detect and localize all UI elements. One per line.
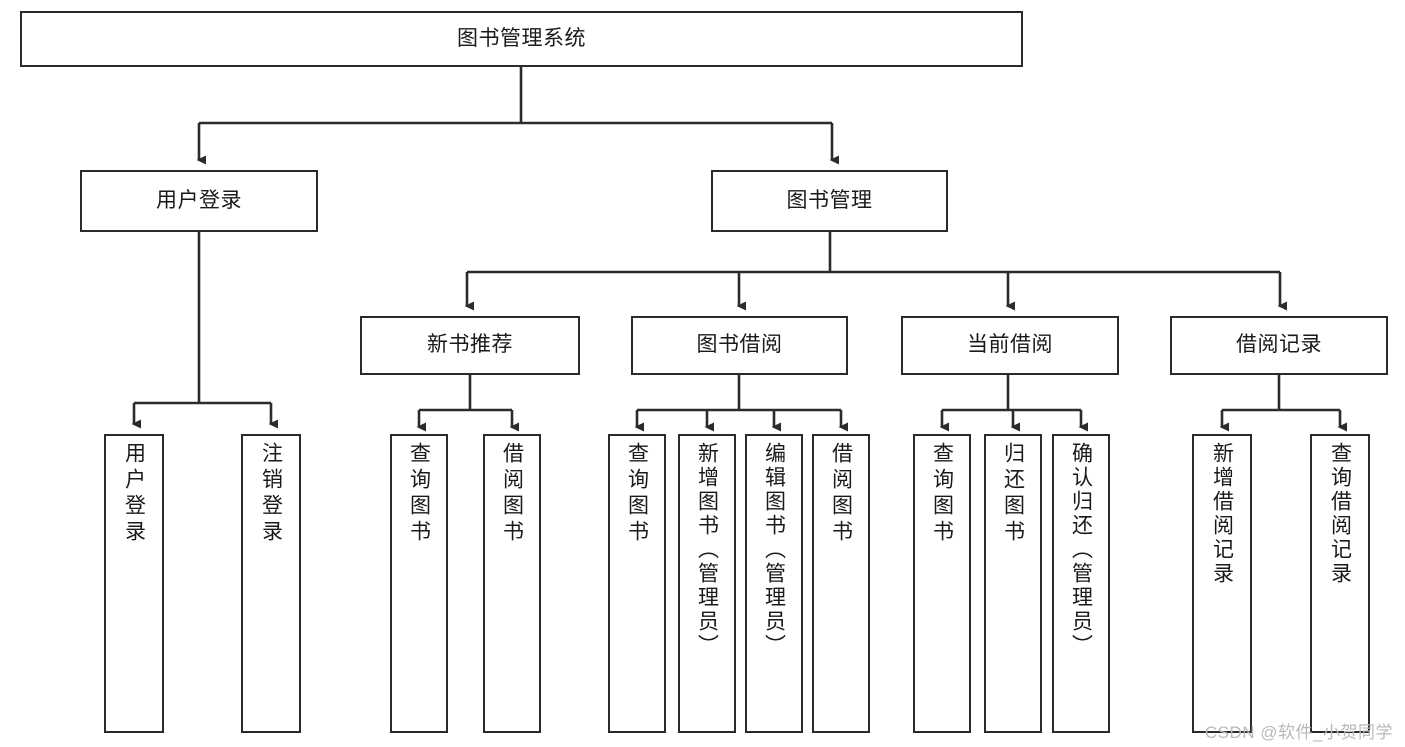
node-book-manage-label: 图书管理	[786, 188, 873, 212]
watermark: CSDN @软件_小贺同学	[1204, 723, 1393, 742]
leaf-add-book[interactable]: 新增图书（管理员）	[678, 434, 736, 733]
node-borrow-record-label: 借阅记录	[1236, 333, 1322, 357]
node-new-book-recommend-label: 新书推荐	[427, 333, 513, 357]
leaf-logout-label: 注销登录	[259, 442, 283, 546]
leaf-query-borrow-record-label: 查询借阅记录	[1328, 442, 1352, 586]
node-book-borrow[interactable]: 图书借阅	[631, 316, 848, 375]
leaf-confirm-return[interactable]: 确认归还（管理员）	[1052, 434, 1110, 733]
node-book-borrow-label: 图书借阅	[696, 333, 783, 357]
node-current-borrow[interactable]: 当前借阅	[901, 316, 1119, 375]
leaf-borrow-book-recommend[interactable]: 借阅图书	[483, 434, 541, 733]
leaf-query-book-borrow-label: 查询图书	[625, 442, 649, 546]
leaf-query-book-current-label: 查询图书	[930, 442, 954, 546]
leaf-query-borrow-record[interactable]: 查询借阅记录	[1310, 434, 1370, 733]
leaf-edit-book-label: 编辑图书（管理员）	[762, 442, 786, 658]
node-user-login[interactable]: 用户登录	[80, 170, 318, 232]
leaf-edit-book[interactable]: 编辑图书（管理员）	[745, 434, 803, 733]
leaf-query-book-recommend-label: 查询图书	[407, 442, 431, 546]
node-borrow-record[interactable]: 借阅记录	[1170, 316, 1388, 375]
leaf-logout[interactable]: 注销登录	[241, 434, 301, 733]
leaf-borrow-book-recommend-label: 借阅图书	[500, 442, 524, 546]
node-user-login-label: 用户登录	[156, 188, 242, 212]
leaf-add-borrow-record-label: 新增借阅记录	[1210, 442, 1234, 586]
leaf-query-book-recommend[interactable]: 查询图书	[390, 434, 448, 733]
node-current-borrow-label: 当前借阅	[967, 333, 1053, 357]
leaf-query-book-borrow[interactable]: 查询图书	[608, 434, 666, 733]
node-root-label: 图书管理系统	[457, 26, 586, 50]
leaf-confirm-return-label: 确认归还（管理员）	[1069, 442, 1093, 658]
leaf-return-book-label: 归还图书	[1001, 442, 1025, 546]
leaf-user-login-label: 用户登录	[122, 442, 146, 546]
leaf-borrow-book-borrow-label: 借阅图书	[829, 442, 853, 546]
leaf-borrow-book-borrow[interactable]: 借阅图书	[812, 434, 870, 733]
node-new-book-recommend[interactable]: 新书推荐	[360, 316, 580, 375]
leaf-user-login[interactable]: 用户登录	[104, 434, 164, 733]
leaf-return-book[interactable]: 归还图书	[984, 434, 1042, 733]
leaf-query-book-current[interactable]: 查询图书	[913, 434, 971, 733]
leaf-add-borrow-record[interactable]: 新增借阅记录	[1192, 434, 1252, 733]
node-root[interactable]: 图书管理系统	[20, 11, 1023, 67]
leaf-add-book-label: 新增图书（管理员）	[695, 442, 719, 658]
node-book-manage[interactable]: 图书管理	[711, 170, 948, 232]
